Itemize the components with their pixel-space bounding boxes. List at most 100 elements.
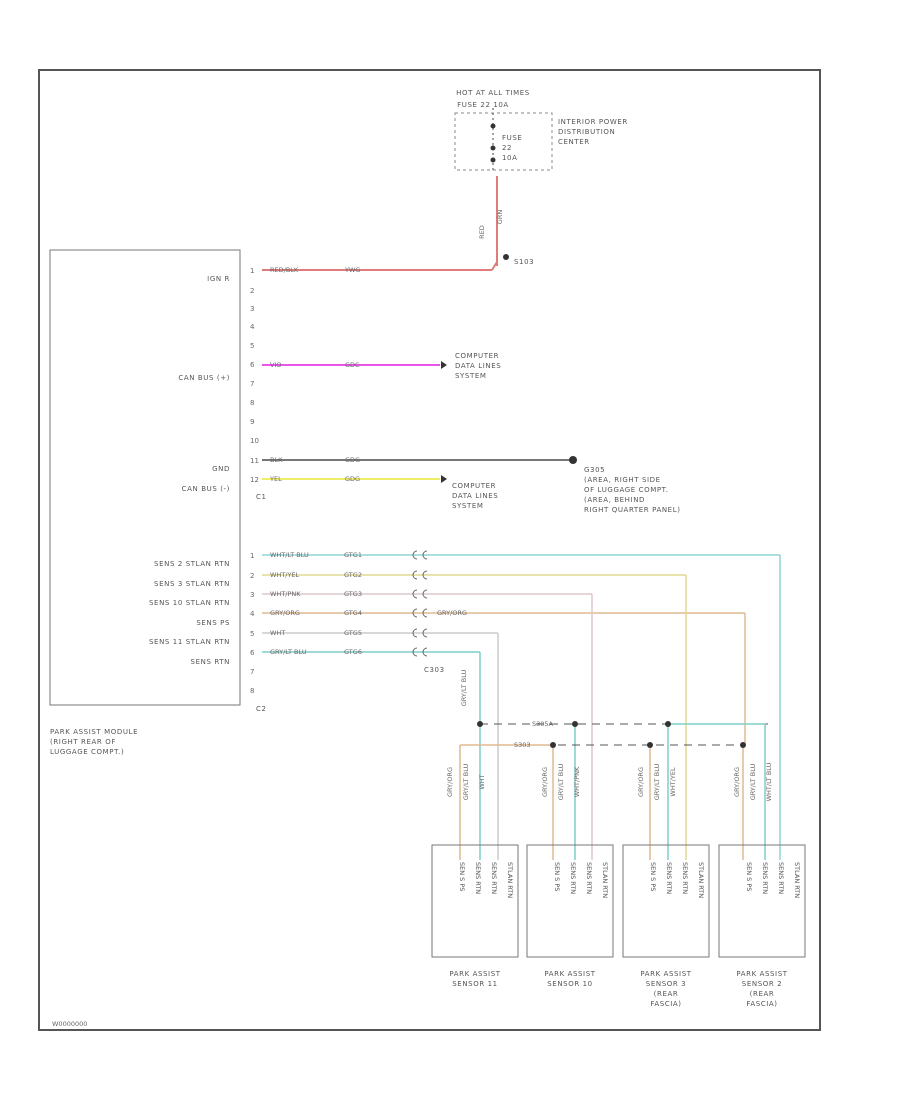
s2-terminal-a: [412, 550, 418, 560]
sensor-4-pin-label: SENS RTN: [777, 862, 785, 894]
cdls-top-label: SYSTEM: [455, 372, 487, 380]
fuse-inner-label: 10A: [502, 154, 518, 162]
sensor-2-name: SENSOR 10: [547, 980, 592, 988]
sensor-2-pin-label: SENS RTN: [585, 862, 593, 894]
sensor-3-pin-label: SEN S PS: [649, 862, 657, 891]
rtn-terminal-b: [422, 647, 428, 657]
splice-s303-label: S303: [514, 741, 531, 749]
ps-bus-dot: [740, 742, 746, 748]
ground-location-label: G305: [584, 466, 605, 474]
fuse-wire-color-1: RED: [478, 225, 486, 239]
sensor-3-pin-label: SENS RTN: [681, 862, 689, 894]
connector-c2-label: C2: [256, 705, 267, 713]
fuse-wire-color-2: GRN: [496, 210, 504, 225]
fuse-inner-label: 22: [502, 144, 512, 152]
s3-wire-color: WHT/YEL: [270, 571, 300, 579]
sensor-1-pin-label: SENS RTN: [490, 862, 498, 894]
c1-pin-9: 9: [250, 418, 254, 426]
c1-pin-12: 12: [250, 476, 259, 484]
ipdc-label: INTERIOR POWER: [558, 118, 628, 126]
sensor-4-name: FASCIA): [746, 1000, 777, 1008]
sensor-1-name: SENSOR 11: [452, 980, 497, 988]
cdls-top-label: COMPUTER: [455, 352, 499, 360]
splice-s103-dot: [503, 254, 509, 260]
ground-point-dot: [569, 456, 577, 464]
module-name-label: PARK ASSIST MODULE: [50, 728, 138, 736]
sensor-3-pin-label: STLAN RTN: [697, 862, 705, 898]
pw-terminal-a: [412, 608, 418, 618]
c1-pin-5: 5: [250, 342, 254, 350]
sensor-3-name: (REAR: [654, 990, 679, 998]
pw-wire-color-right: GRY/ORG: [437, 609, 467, 617]
ign-wire-bend: [491, 261, 498, 271]
sensor-4-name: SENSOR 2: [742, 980, 782, 988]
sensor-3-pin-label: SENS RTN: [665, 862, 673, 894]
c1-pin-2: 2: [250, 287, 254, 295]
park-assist-sensor-3-box: [622, 844, 710, 958]
sensor-2-pin-label: STLAN RTN: [601, 862, 609, 898]
sensor-1-pin-label: SEN S PS: [458, 862, 466, 891]
c2-pin-1: 1: [250, 552, 254, 560]
fuse-dot: [490, 123, 496, 129]
s10-terminal-b: [422, 589, 428, 599]
sensor-4-pin-label: SENS RTN: [761, 862, 769, 894]
can-low-wire-circuit: GDG: [345, 475, 360, 483]
ign-wire-color: RED/BLK: [270, 266, 299, 274]
c1-pin-7: 7: [250, 380, 254, 388]
s11-terminal-a: [412, 628, 418, 638]
s10-wire-color: WHT/PNK: [270, 590, 301, 598]
sensor-4-pin-label: STLAN RTN: [793, 862, 801, 898]
wire-layer: [262, 176, 781, 860]
c2-pin-8: 8: [250, 687, 254, 695]
module-label-sens-ps: SENS PS: [196, 619, 230, 627]
pw-wire-circuit: GTG4: [344, 609, 362, 617]
c2-pin-5: 5: [250, 630, 254, 638]
c2-pin-6: 6: [250, 649, 255, 657]
pw-terminal-b: [422, 608, 428, 618]
ipdc-label: DISTRIBUTION: [558, 128, 615, 136]
module-label-can-low: CAN BUS (-): [182, 485, 230, 493]
ground-location-label: OF LUGGAGE COMPT.: [584, 486, 669, 494]
fuse-hot-title: HOT AT ALL TIMES: [456, 89, 530, 97]
sensor-2-wire-label: GRY/ORG: [541, 767, 549, 797]
connector-c1-label: C1: [256, 493, 267, 501]
sensor-4-name: PARK ASSIST: [736, 970, 787, 978]
connector-c303-label: C303: [424, 666, 445, 674]
c2-pin-7: 7: [250, 668, 254, 676]
sensor-2-pin-label: SENS RTN: [569, 862, 577, 894]
sensor-3-name: FASCIA): [650, 1000, 681, 1008]
park-assist-sensor-2-box: [526, 844, 614, 958]
c1-pin-10: 10: [250, 437, 259, 445]
can-high-wire-circuit: GDC: [345, 361, 360, 369]
s2-terminal-b: [422, 550, 428, 560]
sensor-4-name: (REAR: [750, 990, 775, 998]
cdls-bottom-label: SYSTEM: [452, 502, 484, 510]
s3-terminal-a: [412, 570, 418, 580]
s3-terminal-b: [422, 570, 428, 580]
sensor-1-wire-label: WHT: [478, 774, 486, 789]
sensor-4-wire-label: GRY/ORG: [733, 767, 741, 797]
sensor-4-wire-label: WHT/LT BLU: [765, 762, 773, 801]
rtn-trunk-wire-color: GRY/LT BLU: [460, 669, 468, 706]
c1-pin-4: 4: [250, 323, 255, 331]
sensor-1-wire-label: GRY/ORG: [446, 767, 454, 797]
rtn-bus-dot: [572, 721, 578, 727]
sensor-3-name: SENSOR 3: [646, 980, 686, 988]
ground-wire-circuit: GDG: [345, 456, 360, 464]
splice-s305a-label: S305A: [532, 720, 554, 728]
s2-wire-circuit: GTG1: [344, 551, 362, 559]
module-label-sens2: SENS 2 STLAN RTN: [154, 560, 230, 568]
s10-wire-circuit: GTG3: [344, 590, 362, 598]
sensor-3-name: PARK ASSIST: [640, 970, 691, 978]
ps-bus-dot: [647, 742, 653, 748]
module-label-sens11: SENS 11 STLAN RTN: [149, 638, 230, 646]
sensor-2-wire-label: GRY/LT BLU: [557, 763, 565, 800]
ground-location-label: (AREA, RIGHT SIDE: [584, 476, 661, 484]
park-assist-module-box: [49, 249, 241, 706]
module-name-label: LUGGAGE COMPT.): [50, 748, 124, 756]
sensor-2-wire-label: WHT/PNK: [573, 766, 581, 797]
sensor-4-pin-label: SEN S PS: [745, 862, 753, 891]
sensor-3-wire-label: GRY/ORG: [637, 767, 645, 797]
c1-pin-8: 8: [250, 399, 254, 407]
